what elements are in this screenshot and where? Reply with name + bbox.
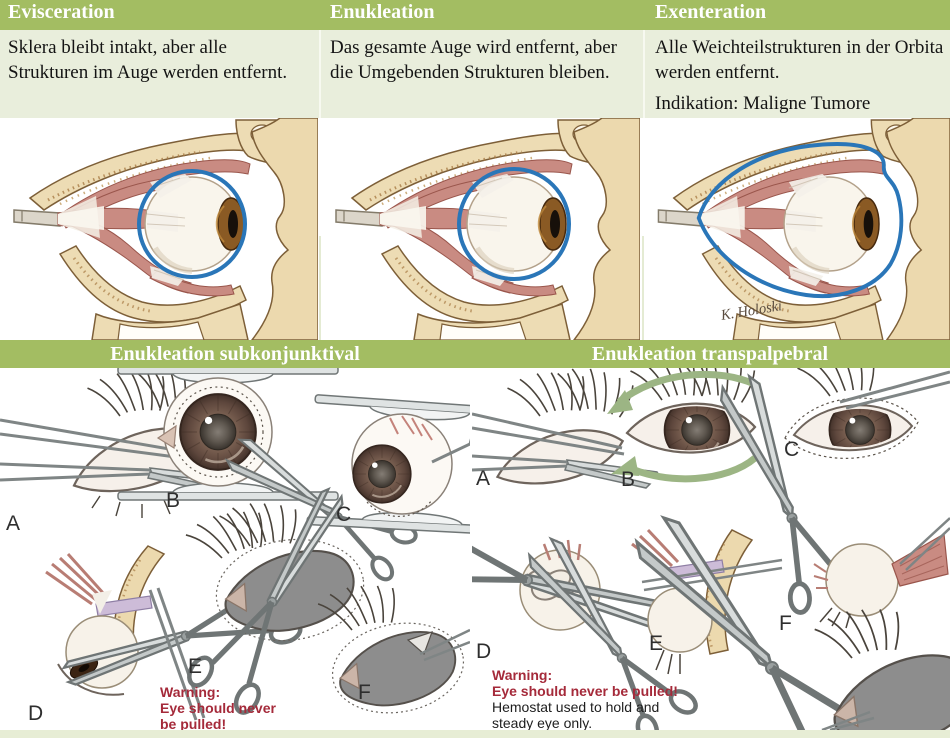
step-label-b: B — [166, 489, 181, 512]
warning-transpalpebral: Warning: Eye should never be pulled! Hem… — [492, 667, 722, 731]
step-b-illustration — [607, 368, 761, 483]
step-label-d: D — [476, 640, 492, 663]
description-exenteration: Alle Weichteilstrukturen in der Orbita w… — [655, 30, 947, 116]
rotation-arrow — [607, 370, 761, 483]
scissors — [148, 587, 206, 721]
figure-evisceration — [0, 118, 318, 340]
warning-subkonjunktival: Warning: Eye should never be pulled! — [160, 684, 350, 732]
warning-line: Eye should never be pulled! — [492, 683, 678, 699]
warning-note: Hemostat used to hold and — [492, 699, 660, 715]
muscle-stump — [813, 563, 829, 589]
figure-enukleation — [322, 118, 640, 340]
instrument — [821, 710, 875, 730]
surgical-steps-band — [0, 368, 950, 738]
top-header-bar: Evisceration Enukleation Exenteration — [0, 0, 950, 30]
step-label-f: F — [779, 612, 792, 635]
step-label-a: A — [6, 512, 21, 535]
warning-line: be pulled! — [160, 716, 227, 732]
description-text: Sklera bleibt intakt, aber alle Struktur… — [8, 37, 288, 84]
step-label-e: E — [188, 655, 203, 678]
step-label-b: B — [621, 468, 636, 491]
column-separator — [319, 30, 321, 118]
transpalpebral-panel — [472, 368, 950, 730]
muscle-hook — [431, 438, 470, 464]
orbit-anatomy-illustration — [14, 118, 318, 340]
step-c-illustration — [784, 368, 950, 459]
forceps — [472, 412, 625, 456]
warning-note: steady eye only. — [492, 715, 593, 731]
step-f-illustration — [315, 575, 470, 715]
description-enukleation: Das gesamte Auge wird entfernt, aber die… — [330, 30, 632, 86]
empty-socket — [823, 645, 950, 730]
warning-title: Warning: — [492, 667, 553, 683]
step-e-illustration — [614, 500, 886, 730]
step-label-d: D — [28, 702, 44, 725]
figure-exenteration: K. Holoski — [645, 118, 950, 340]
detached-muscle — [891, 533, 949, 587]
excision-boundary-outline — [696, 142, 904, 299]
column-title-evisceration: Evisceration — [8, 1, 115, 23]
step-b-illustration — [117, 368, 422, 586]
step-d-illustration — [472, 507, 703, 730]
muscle-stump — [389, 415, 433, 441]
limbal-incision-dashed — [172, 386, 264, 478]
eyeball — [825, 543, 899, 617]
step-label-e: E — [649, 632, 664, 655]
bottom-strip — [0, 730, 950, 738]
step-f-illustration — [813, 517, 950, 629]
excision-boundary-outline — [137, 169, 247, 279]
ligament — [95, 595, 153, 617]
excision-boundary-outline — [457, 167, 571, 281]
orbit-anatomy-illustration — [336, 118, 640, 340]
warning-title: Warning: — [160, 684, 221, 700]
description-text: Alle Weichteilstrukturen in der Orbita w… — [655, 37, 944, 84]
description-text: Das gesamte Auge wird entfernt, aber die… — [330, 37, 618, 84]
instrument — [899, 517, 950, 571]
step-c-illustration — [306, 393, 470, 537]
step-label-a: A — [476, 467, 491, 490]
warning-line: Eye should never — [160, 700, 276, 716]
step-a-illustration — [472, 368, 662, 489]
step-d-illustration — [45, 545, 303, 721]
step-label-f: F — [358, 681, 371, 704]
indication-text: Indikation: Maligne Tumore — [655, 92, 871, 114]
column-title-enukleation: Enukleation — [330, 1, 435, 23]
empty-socket-illustration — [811, 598, 950, 730]
procedure-title-subkonjunktival: Enukleation subkonjunktival — [110, 343, 360, 365]
subkonjunktival-panel — [0, 368, 470, 730]
column-title-exenteration: Exenteration — [655, 1, 767, 23]
column-separator — [643, 30, 645, 118]
description-evisceration: Sklera bleibt intakt, aber alle Struktur… — [8, 30, 306, 86]
procedure-title-transpalpebral: Enukleation transpalpebral — [591, 343, 829, 365]
instrument — [419, 628, 470, 662]
scissors — [839, 370, 950, 410]
step-label-c: C — [336, 503, 352, 526]
muscle-fibers — [45, 552, 106, 606]
procedure-header-bar: Enukleation subkonjunktival Enukleation … — [0, 340, 950, 368]
step-label-c: C — [784, 438, 800, 461]
description-band: Sklera bleibt intakt, aber alle Struktur… — [0, 30, 950, 118]
empty-socket — [332, 624, 463, 715]
anatomy-figures-band: K. Holoski — [0, 118, 950, 458]
